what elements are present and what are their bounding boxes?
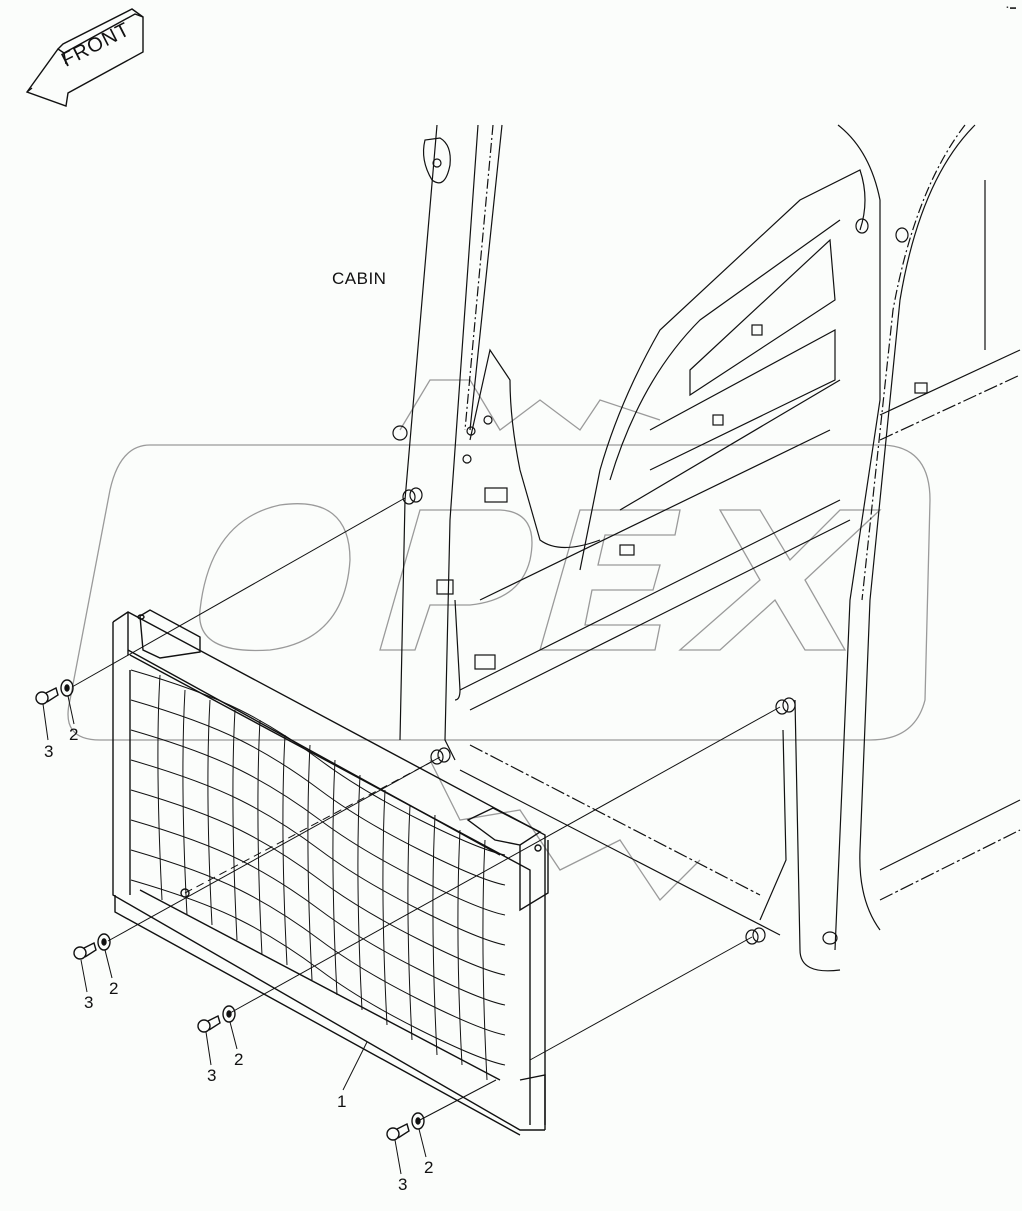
guard-frame-part-1[interactable] [112, 609, 549, 1136]
front-arrow-icon [25, 8, 144, 107]
mounting-boss [392, 218, 909, 945]
callout-part-2[interactable]: 2 [109, 979, 119, 998]
bolt-part-3[interactable] [35, 686, 410, 1141]
callout-part-1[interactable]: 1 [337, 1092, 347, 1111]
callout-part-2[interactable]: 2 [234, 1050, 244, 1069]
callout-part-3[interactable]: 3 [398, 1175, 408, 1194]
washer-part-2[interactable] [60, 679, 425, 1130]
callout-part-3[interactable]: 3 [84, 993, 94, 1012]
callout-part-2[interactable]: 2 [69, 725, 79, 744]
callout-part-3[interactable]: 3 [44, 742, 54, 761]
wire-mesh [130, 669, 506, 1081]
callout-leaders [42, 695, 427, 1175]
watermark-logo [67, 379, 931, 902]
cabin-label: CABIN [332, 269, 387, 288]
callout-part-2[interactable]: 2 [424, 1158, 434, 1177]
corner-mark: ▪ ▬ [1006, 5, 1016, 11]
cabin-structure [392, 124, 1021, 972]
callout-part-3[interactable]: 3 [207, 1066, 217, 1085]
assembly-lines [71, 497, 781, 1122]
